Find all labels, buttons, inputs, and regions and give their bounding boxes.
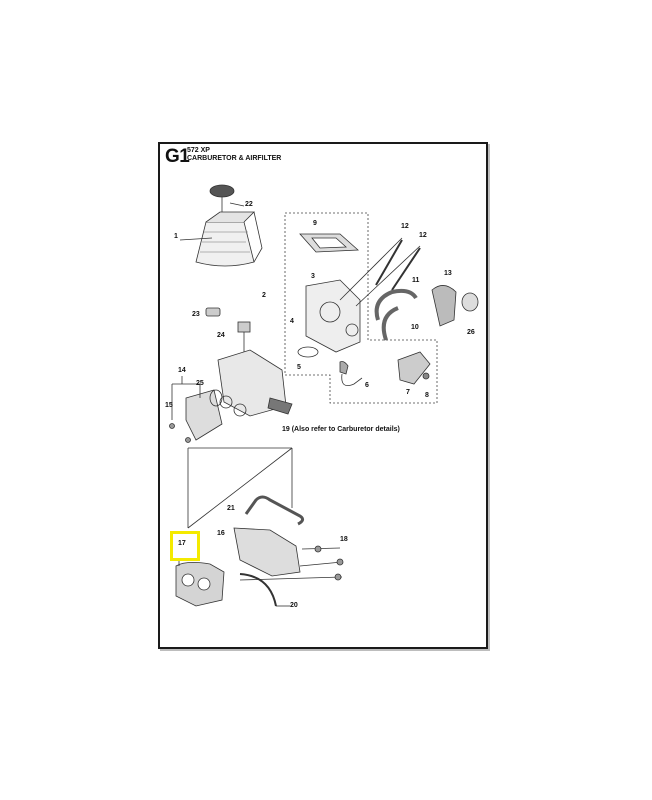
part-label-22[interactable]: 22	[245, 201, 253, 208]
part-label-24[interactable]: 24	[217, 332, 225, 339]
part-label-17[interactable]: 17	[178, 540, 186, 547]
part-label-13[interactable]: 13	[444, 270, 452, 277]
part-label-12b[interactable]: 12	[419, 232, 427, 239]
part-label-21[interactable]: 21	[227, 505, 235, 512]
highlight-part-17[interactable]	[170, 531, 200, 561]
part-label-23[interactable]: 23	[192, 311, 200, 318]
part-label-8[interactable]: 8	[425, 392, 429, 399]
model-name: 572 XP	[187, 147, 210, 154]
part-label-7[interactable]: 7	[406, 389, 410, 396]
part-label-9[interactable]: 9	[313, 220, 317, 227]
part-label-25[interactable]: 25	[196, 380, 204, 387]
part-label-14[interactable]: 14	[178, 367, 186, 374]
part-label-2[interactable]: 2	[262, 292, 266, 299]
part-label-1[interactable]: 1	[174, 233, 178, 240]
part-label-19[interactable]: 19 (Also refer to Carburetor details)	[282, 426, 400, 433]
part-label-5[interactable]: 5	[297, 364, 301, 371]
part-label-15[interactable]: 15	[165, 402, 173, 409]
part-label-12a[interactable]: 12	[401, 223, 409, 230]
part-label-11[interactable]: 11	[412, 277, 420, 284]
part-label-18[interactable]: 18	[340, 536, 348, 543]
section-code: G1	[165, 146, 190, 167]
page-title: CARBURETOR & AIRFILTER	[187, 155, 282, 162]
part-label-3[interactable]: 3	[311, 273, 315, 280]
part-label-6[interactable]: 6	[365, 382, 369, 389]
part-label-10[interactable]: 10	[411, 324, 419, 331]
part-label-16[interactable]: 16	[217, 530, 225, 537]
part-label-4[interactable]: 4	[290, 318, 294, 325]
part-label-20[interactable]: 20	[290, 602, 298, 609]
air-filter-icon	[195, 211, 263, 267]
part-label-26[interactable]: 26	[467, 329, 475, 336]
